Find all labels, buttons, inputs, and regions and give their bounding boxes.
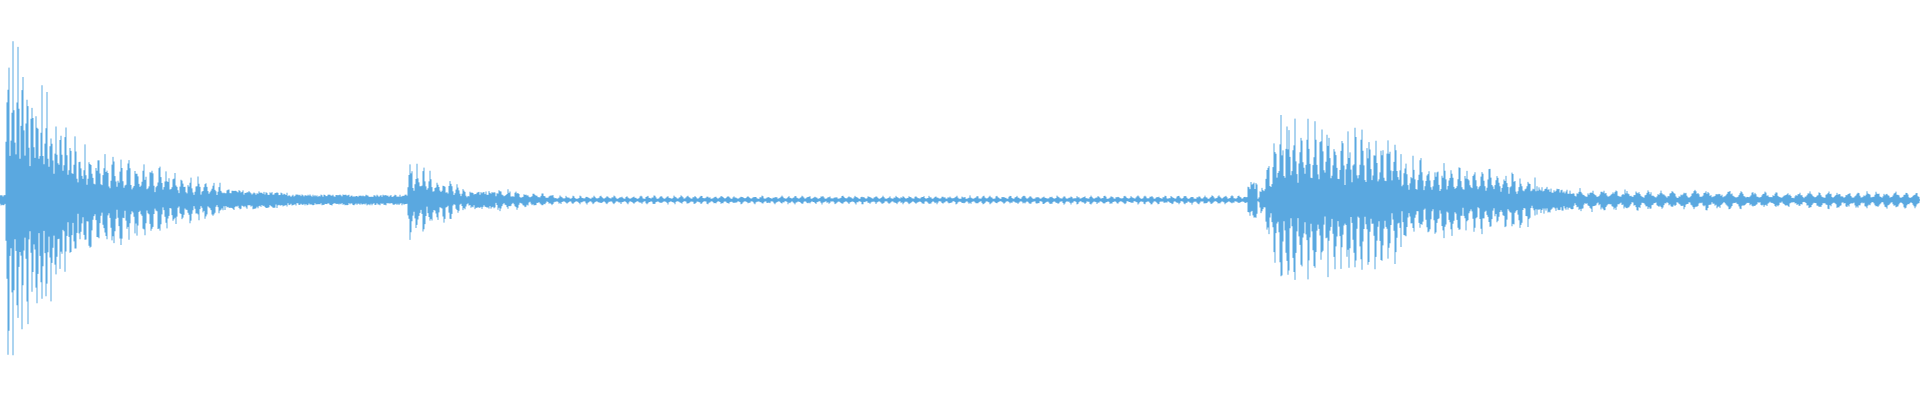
waveform-trace bbox=[0, 41, 1920, 356]
waveform-path bbox=[0, 41, 1920, 356]
